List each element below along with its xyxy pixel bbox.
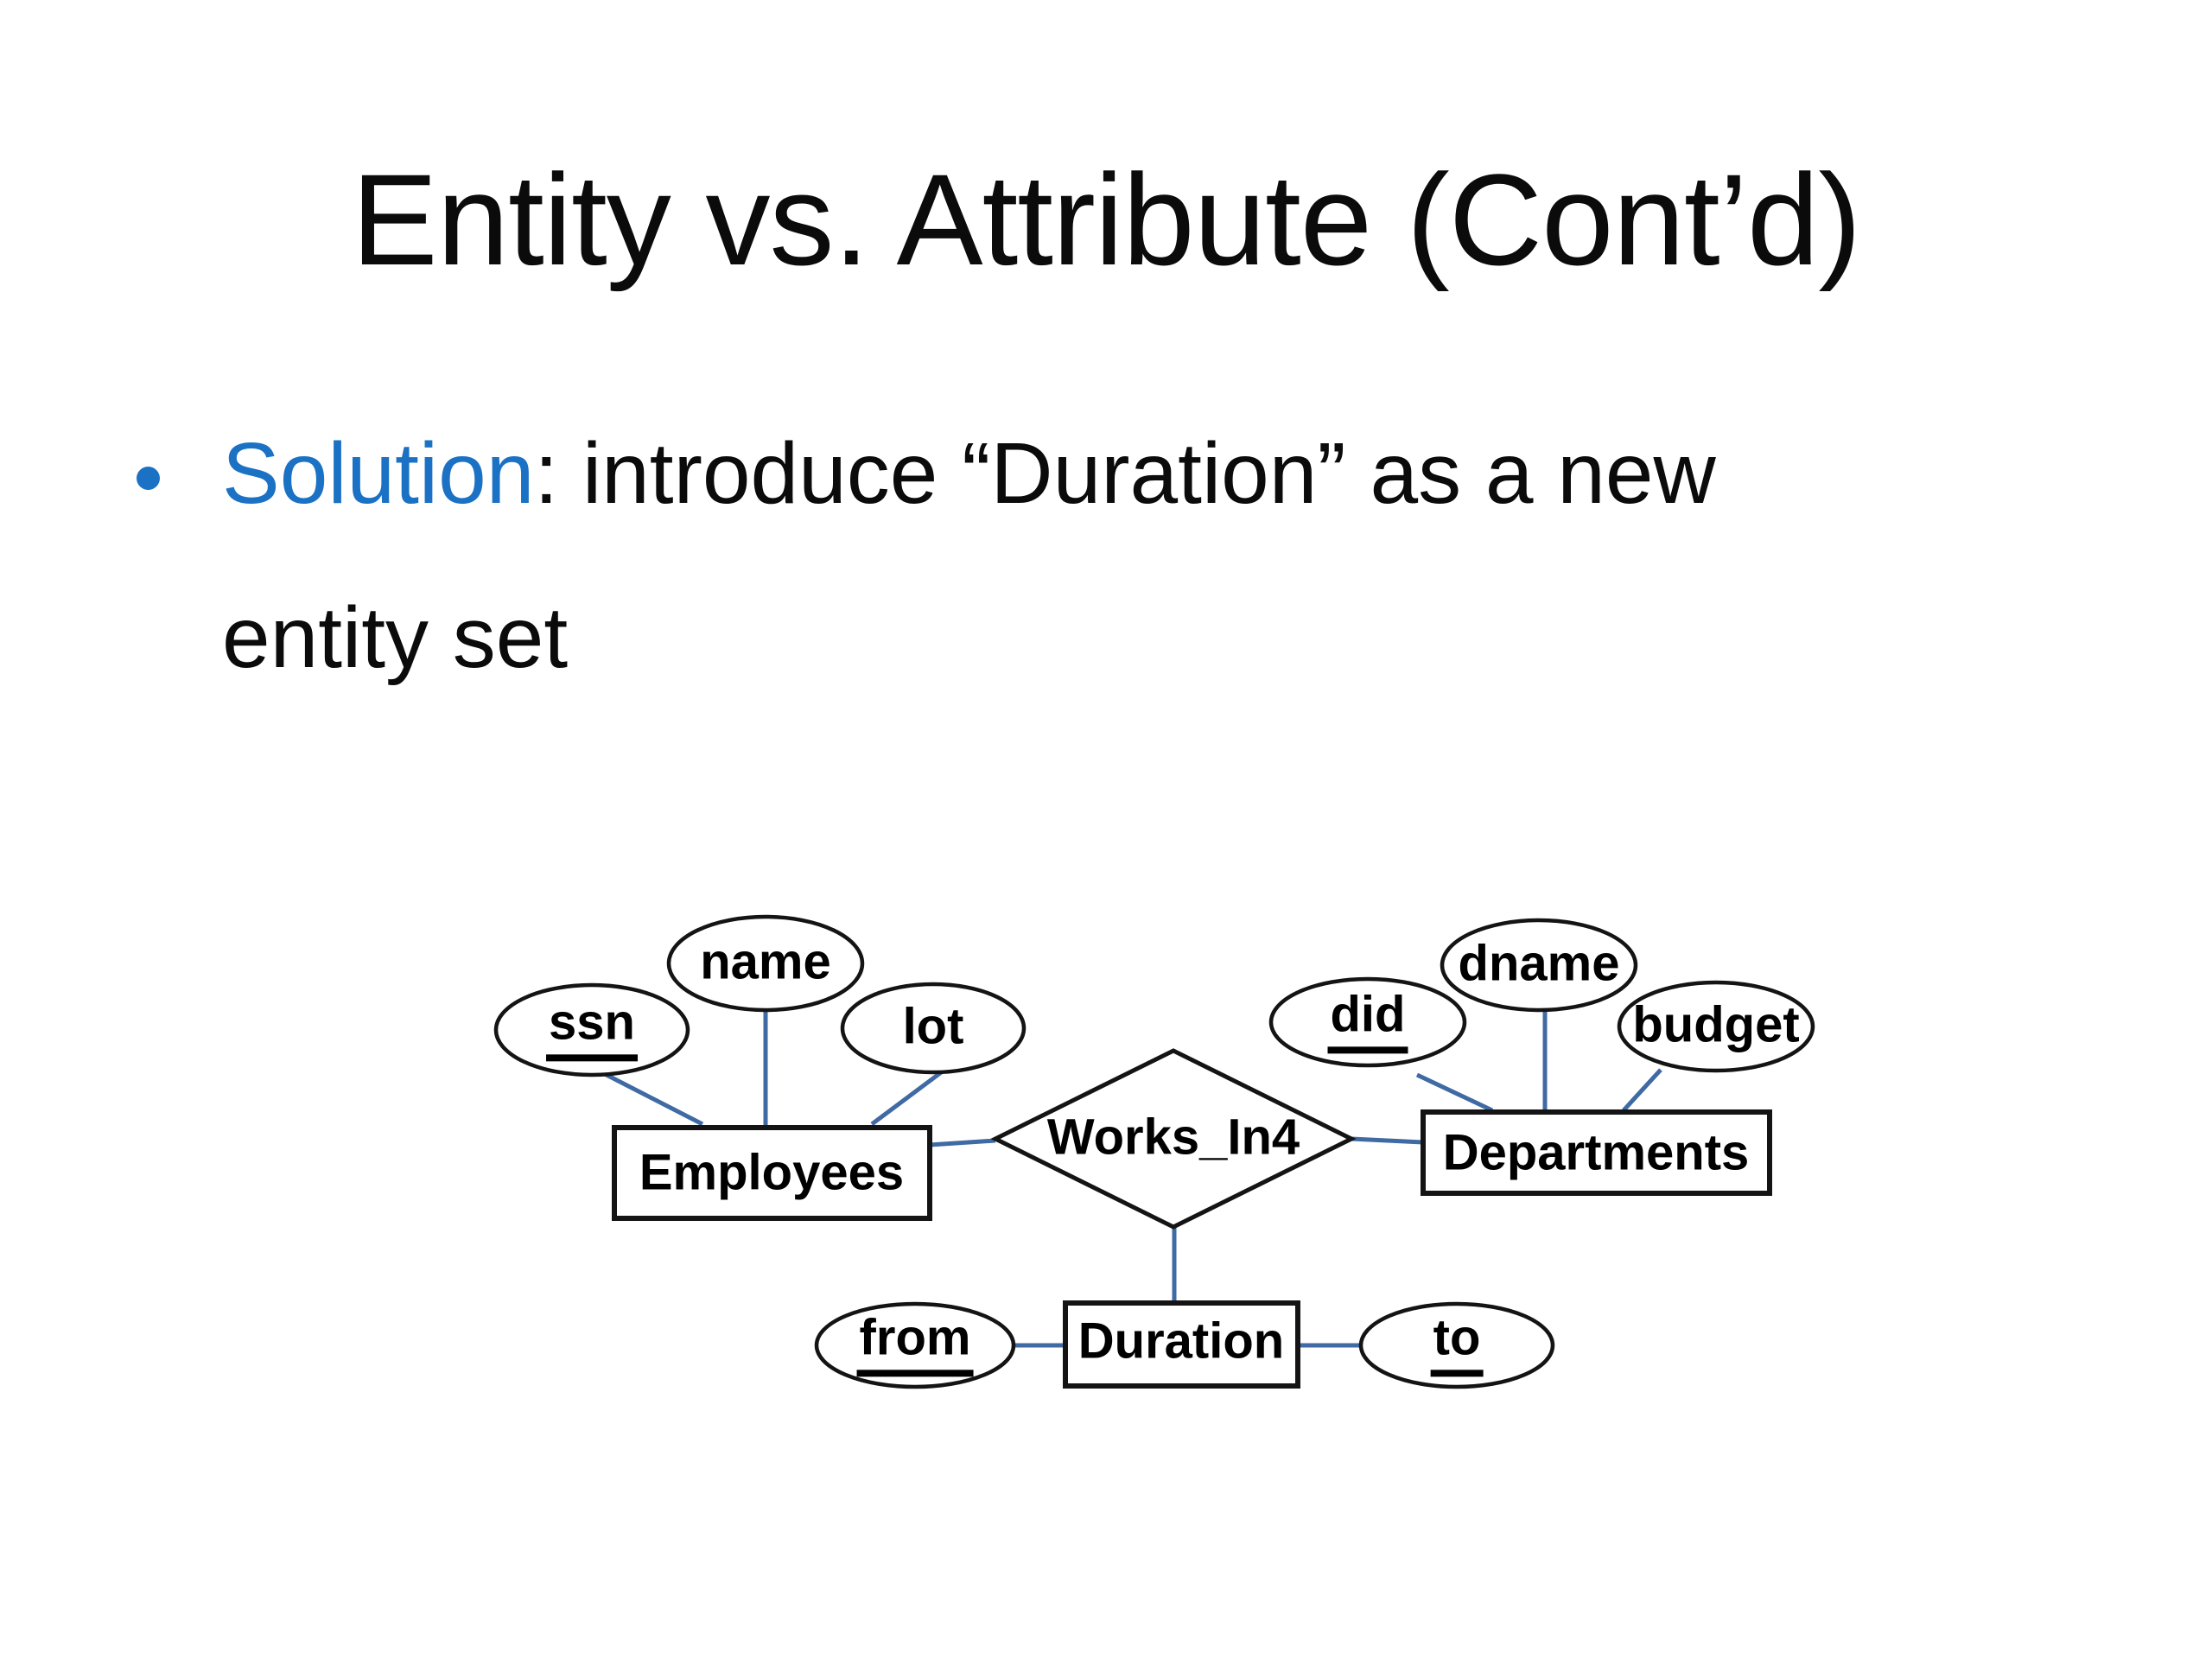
- did-attribute-label: did: [1327, 985, 1408, 1054]
- budget-attribute-ellipse: [1617, 980, 1815, 1073]
- works-in4-relationship-diamond: [990, 1048, 1357, 1230]
- lot-attribute-label: lot: [902, 998, 964, 1055]
- ssn-attribute-ellipse: [493, 982, 690, 1077]
- dname-attribute-label: dname: [1458, 935, 1620, 992]
- dname-attribute-ellipse: [1440, 918, 1638, 1013]
- lot-attribute-ellipse: [840, 982, 1027, 1075]
- works-in4-relationship-label: Works_In4: [1046, 1109, 1300, 1166]
- connector-employees-works-in4: [929, 1138, 996, 1147]
- bullet-marker: [137, 467, 160, 490]
- departments-entity-box: [1421, 1109, 1772, 1196]
- employees-entity-box: [612, 1125, 932, 1221]
- bullet-text: Solution: introduce “Duration” as a new …: [222, 391, 1864, 720]
- departments-entity-label: Departments: [1442, 1124, 1750, 1181]
- name-attribute-label: name: [700, 933, 831, 990]
- connector-lot-employees: [870, 1068, 945, 1127]
- bullet-highlight: Solution: [222, 425, 535, 522]
- connector-works-in4-departments: [1351, 1136, 1424, 1145]
- connector-budget-departments: [1622, 1068, 1662, 1112]
- employees-entity-label: Employees: [639, 1144, 905, 1201]
- from-attribute-ellipse: [814, 1301, 1016, 1389]
- connector-did-departments: [1415, 1072, 1494, 1113]
- bullet-rest: : introduce “Duration” as a new entity s…: [222, 425, 1716, 686]
- duration-entity-box: [1063, 1300, 1300, 1389]
- budget-attribute-label: budget: [1632, 996, 1800, 1053]
- to-attribute-ellipse: [1358, 1301, 1555, 1389]
- name-attribute-ellipse: [666, 914, 865, 1013]
- ssn-attribute-label: ssn: [546, 993, 638, 1062]
- to-attribute-label: to: [1430, 1308, 1484, 1377]
- did-attribute-ellipse: [1268, 976, 1467, 1068]
- from-attribute-label: from: [856, 1308, 974, 1377]
- slide-title: Entity vs. Attribute (Cont’d): [351, 147, 1862, 292]
- duration-entity-label: Duration: [1077, 1313, 1285, 1370]
- connector-ssn-employees: [603, 1071, 704, 1127]
